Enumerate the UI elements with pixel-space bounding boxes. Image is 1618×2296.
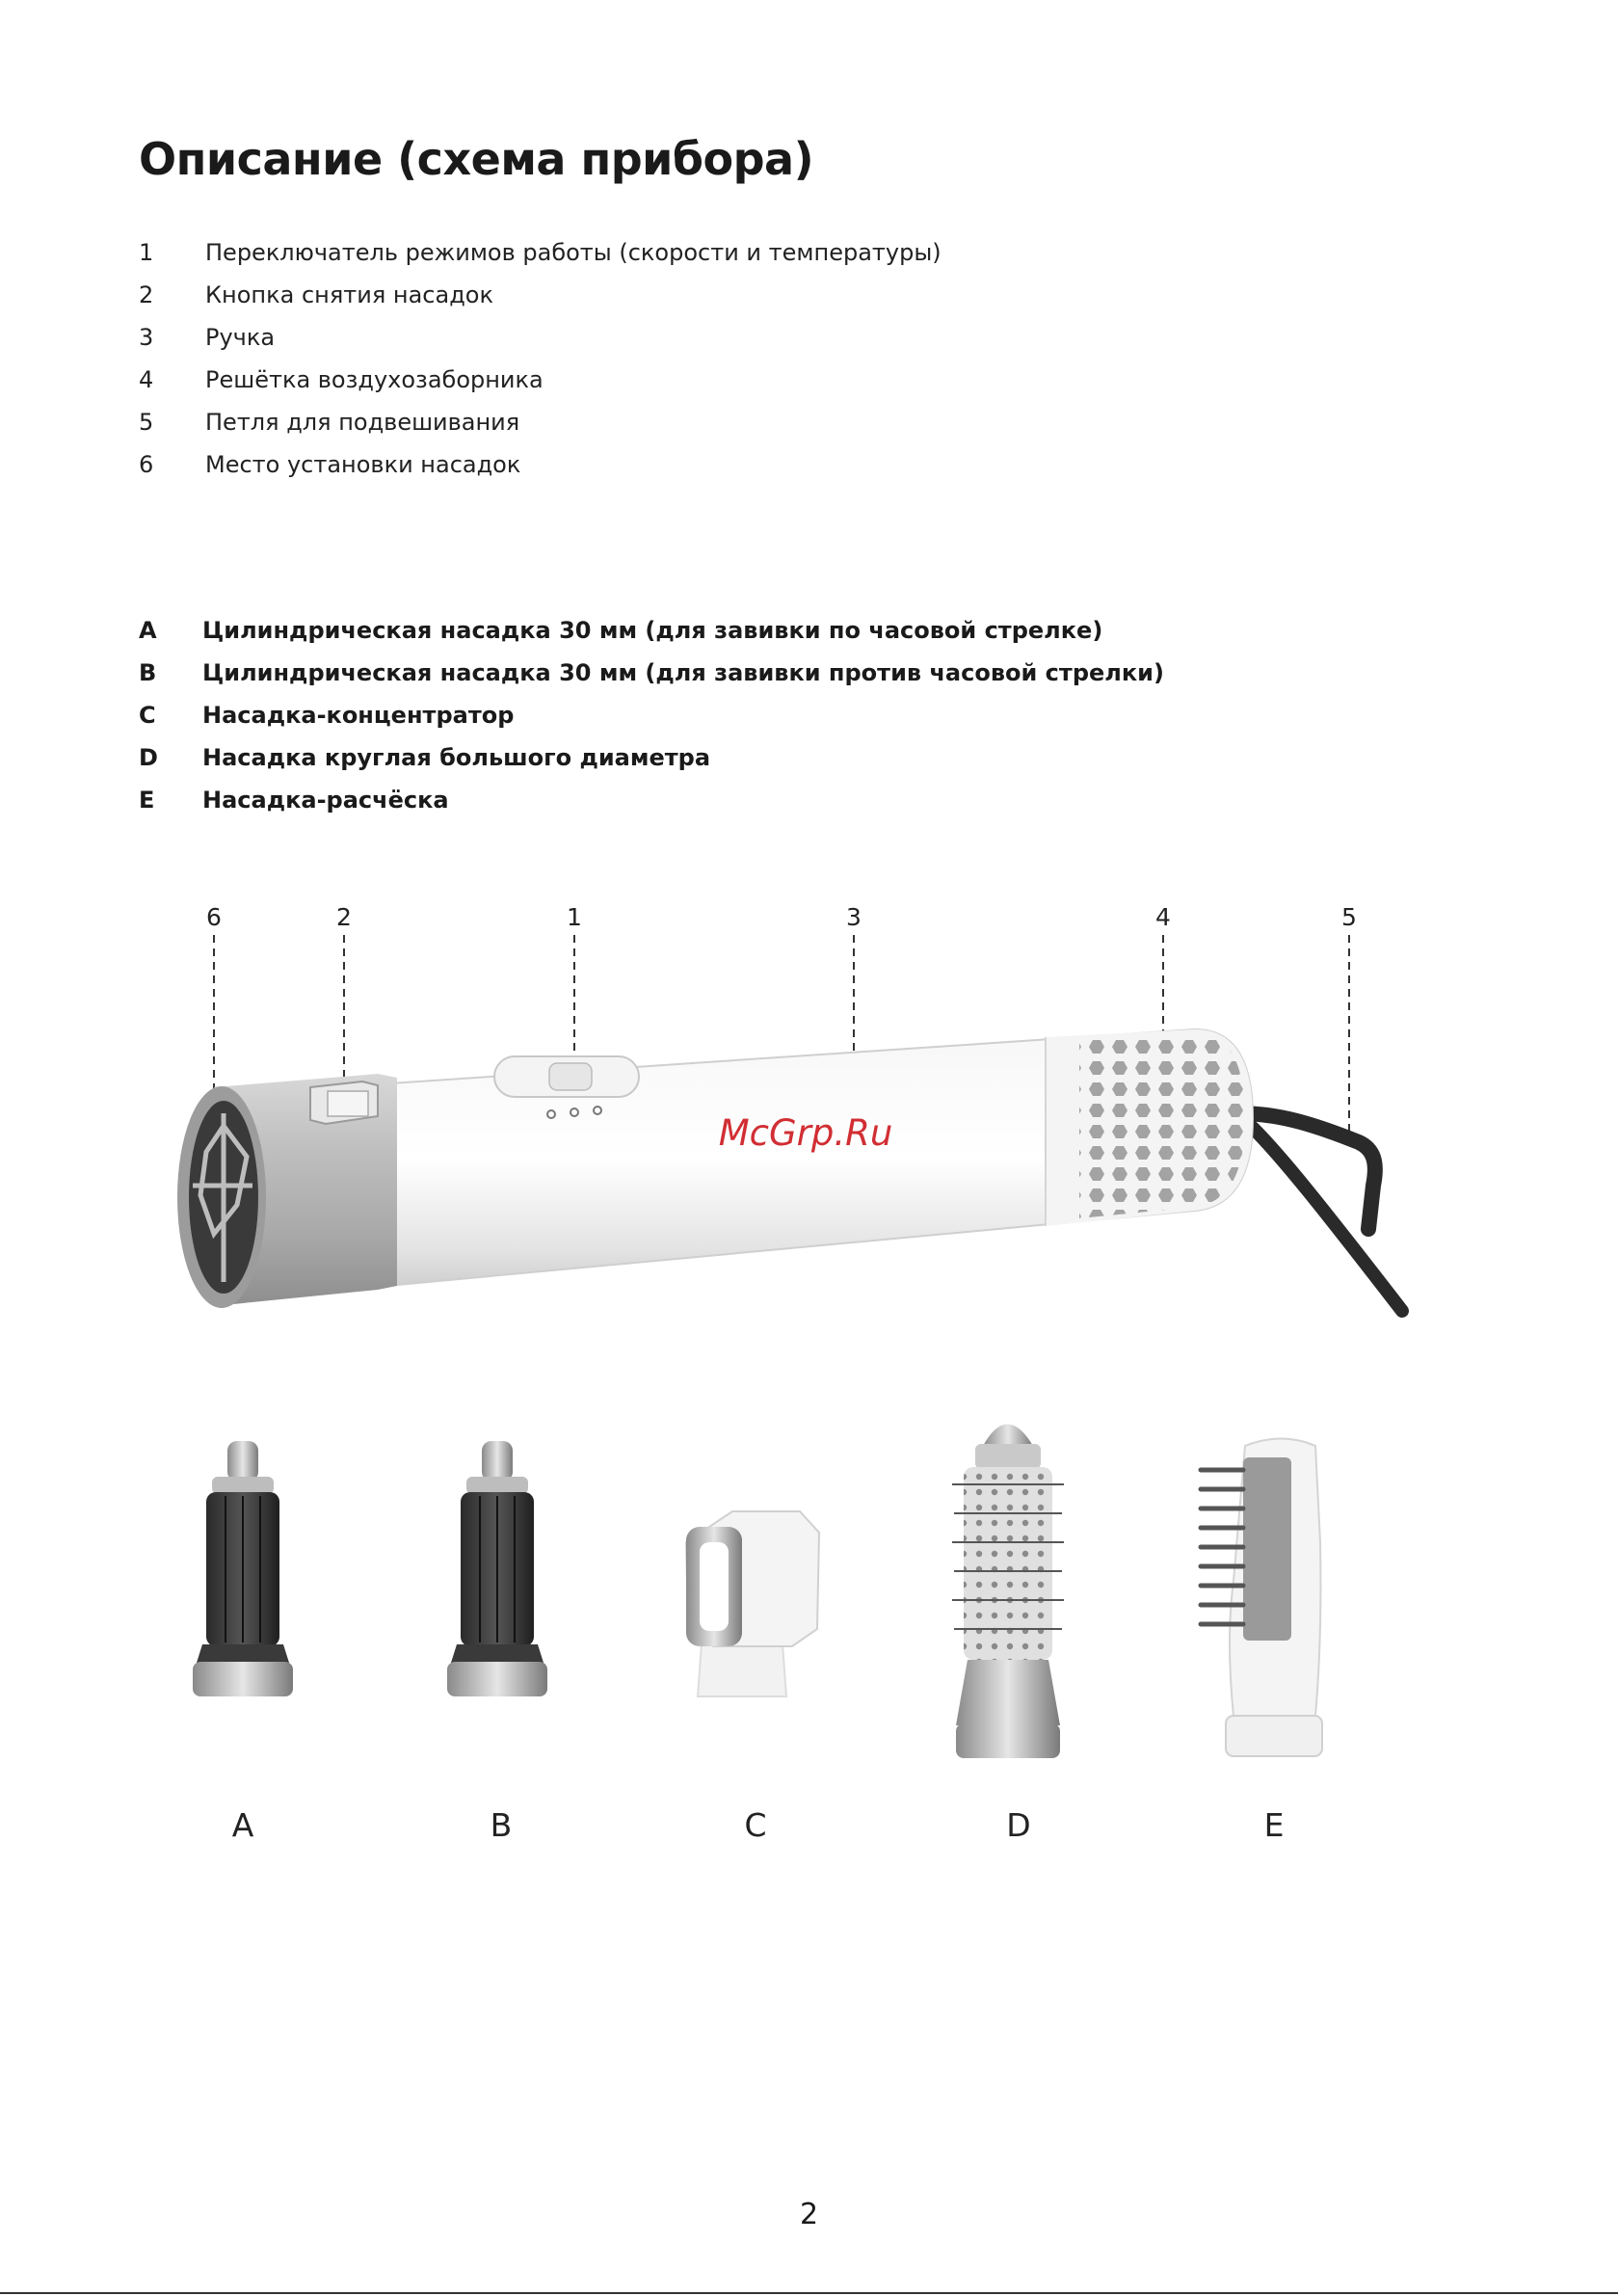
item-text: Насадка-концентратор [202,702,515,729]
attachment-d [952,1424,1064,1758]
item-letter: C [139,702,156,729]
list-item: 2 Кнопка снятия насадок [139,274,942,316]
list-item: 4 Решётка воздухозаборника [139,359,942,401]
callout-4: 4 [1155,903,1171,931]
attachment-c [684,1510,821,1697]
attachment-label-d: D [1006,1806,1030,1844]
item-number: 5 [139,409,154,436]
item-text: Кнопка снятия насадок [205,281,493,308]
item-letter: D [139,744,158,771]
item-letter: A [139,617,157,644]
callout-3: 3 [846,903,862,931]
callout-1: 1 [567,903,582,931]
attachment-label-b: B [491,1806,513,1844]
list-item: 1 Переключатель режимов работы (скорости … [139,231,942,274]
attachment-b [447,1441,547,1696]
list-item: 6 Место установки насадок [139,443,942,486]
list-item: B Цилиндрическая насадка 30 мм (для завив… [139,652,1164,694]
page-border [0,2292,1618,2294]
item-text: Цилиндрическая насадка 30 мм (для завивк… [202,659,1164,686]
list-item: C Насадка-концентратор [139,694,1164,736]
item-text: Решётка воздухозаборника [205,366,544,393]
watermark: McGrp.Ru [719,1112,893,1154]
item-text: Место установки насадок [205,451,521,478]
callout-5: 5 [1341,903,1357,931]
attachments-list: A Цилиндрическая насадка 30 мм (для завив… [139,609,1164,821]
item-number: 4 [139,366,154,393]
item-text: Ручка [205,324,276,351]
device-diagram: 6 2 1 3 4 5 [0,868,1618,1870]
list-item: E Насадка-расчёска [139,779,1164,821]
item-text: Насадка-расчёска [202,787,449,814]
parts-list: 1 Переключатель режимов работы (скорости … [139,231,942,486]
page-title: Описание (схема прибора) [139,133,814,185]
callout-6: 6 [206,903,222,931]
item-text: Цилиндрическая насадка 30 мм (для завивк… [202,617,1103,644]
attachment-label-e: E [1264,1806,1285,1844]
item-letter: B [139,659,157,686]
item-letter: E [139,787,155,814]
item-number: 3 [139,324,154,351]
attachment-label-a: A [232,1806,254,1844]
attachment-label-c: C [744,1806,766,1844]
list-item: D Насадка круглая большого диаметра [139,736,1164,779]
list-item: A Цилиндрическая насадка 30 мм (для завив… [139,609,1164,652]
page-number: 2 [799,2198,819,2231]
callout-2: 2 [336,903,352,931]
item-number: 2 [139,281,154,308]
item-text: Насадка круглая большого диаметра [202,744,711,771]
attachment-a [193,1441,293,1696]
styler-body [177,1028,1409,1318]
list-item: 5 Петля для подвешивания [139,401,942,443]
attachment-e [1198,1437,1323,1757]
item-number: 1 [139,239,154,266]
list-item: 3 Ручка [139,316,942,359]
item-number: 6 [139,451,154,478]
item-text: Переключатель режимов работы (скорости и… [205,239,942,266]
item-text: Петля для подвешивания [205,409,520,436]
